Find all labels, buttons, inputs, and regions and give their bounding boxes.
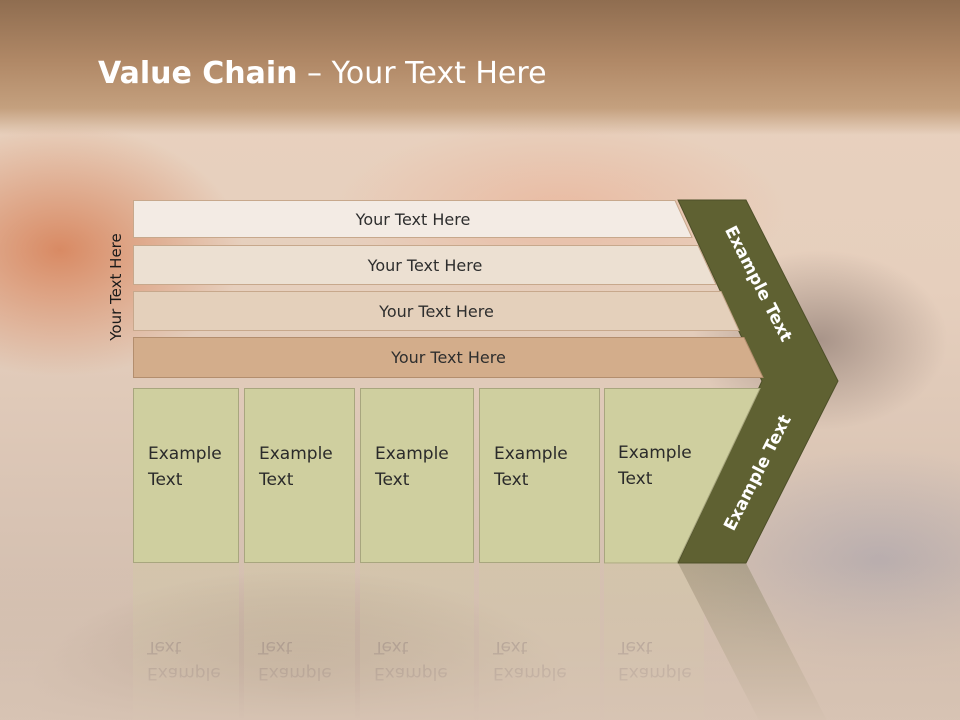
row-bar-3: Your Text Here — [133, 291, 740, 331]
row-label: Your Text Here — [355, 209, 471, 229]
box-line-1: Example — [148, 444, 222, 464]
box-line-2: Text — [259, 470, 294, 490]
row-bar-4: Your Text Here — [133, 337, 764, 378]
box-line-1: Example — [259, 444, 333, 464]
row-bar-2: Your Text Here — [133, 245, 717, 285]
row-label: Your Text Here — [367, 255, 483, 275]
box-line-2: Text — [618, 469, 653, 489]
column-box-2: Example Text — [244, 388, 355, 563]
column-box-3: Example Text — [360, 388, 474, 563]
box-line-1: Example — [618, 443, 692, 463]
title-rest: – Your Text Here — [297, 56, 547, 91]
row-label: Your Text Here — [391, 348, 506, 367]
title-bold: Value Chain — [98, 56, 298, 91]
row-bar-1: Your Text Here — [133, 200, 693, 238]
column-box-5: Example Text — [604, 388, 704, 563]
column-box-4: Example Text — [479, 388, 600, 563]
box-line-2: Text — [375, 470, 410, 490]
slide-title: Value Chain – Your Text Here — [98, 55, 547, 93]
column-box-1: Example Text — [133, 388, 239, 563]
row-label: Your Text Here — [379, 301, 494, 321]
box-line-2: Text — [148, 470, 183, 490]
box-line-2: Text — [494, 470, 529, 490]
header-band — [0, 0, 960, 135]
box-line-1: Example — [494, 444, 568, 464]
box-line-1: Example — [375, 444, 449, 464]
